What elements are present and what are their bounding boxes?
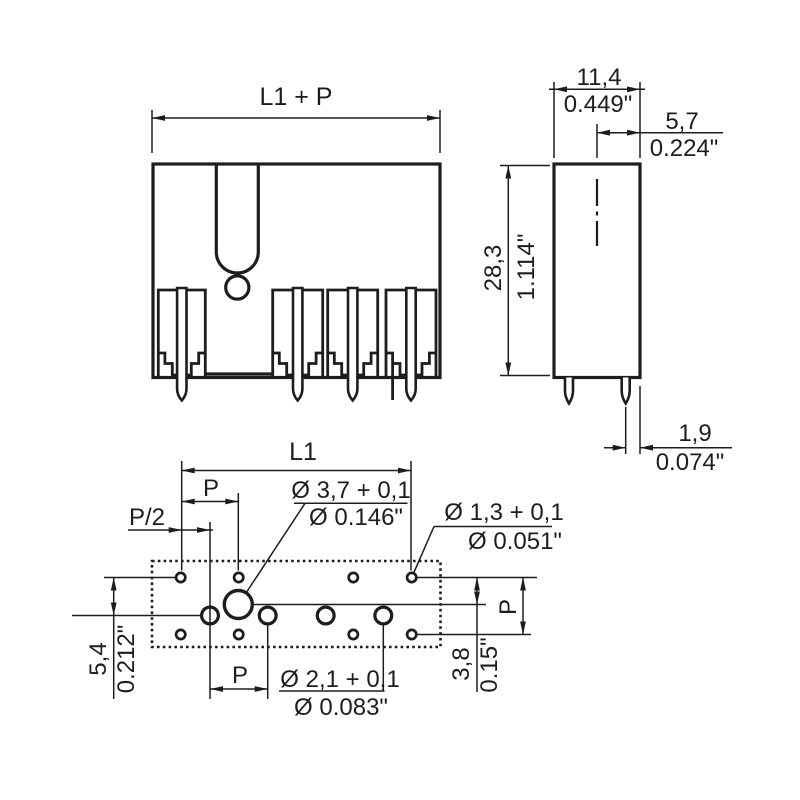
dim-side-offset-inch: 0.224" xyxy=(650,135,719,162)
hole-small xyxy=(347,571,360,584)
contact-pin xyxy=(405,286,417,403)
hole-small xyxy=(232,571,245,584)
dim-mid-offset-inch: 0.15" xyxy=(476,637,503,692)
hole-small xyxy=(347,628,360,641)
dim-row-offset-inch: 0.212" xyxy=(113,625,140,694)
contact-pin xyxy=(291,286,304,403)
coding-slot xyxy=(214,165,260,275)
side-view: 11,4 0.449" 5,7 0.224" 28,3 1.114" xyxy=(480,64,732,476)
dim-mid-offset-mm: 3,8 xyxy=(448,647,475,680)
hole-pattern xyxy=(174,571,418,641)
hole-medium xyxy=(315,605,336,626)
hole-small xyxy=(232,628,245,641)
plan-arrows xyxy=(110,467,526,692)
dim-side-offset-mm: 5,7 xyxy=(665,108,698,135)
hole-small xyxy=(174,571,187,584)
hole-small xyxy=(405,571,418,584)
dim-pitch-label: P xyxy=(203,475,219,502)
side-housing-outline xyxy=(552,162,642,380)
dim-side-height-mm: 28,3 xyxy=(480,245,507,292)
pin-chamber xyxy=(326,286,380,403)
dim-overall-width-label: L1 + P xyxy=(260,83,333,111)
hole-medium xyxy=(257,605,278,626)
contact-pin xyxy=(175,286,188,403)
dim-pitch-right-label: P xyxy=(495,599,522,615)
hole-small xyxy=(405,628,418,641)
pin-chamber xyxy=(271,286,325,403)
solder-pin xyxy=(563,377,575,406)
dim-half-pitch-label: P/2 xyxy=(129,504,165,531)
dim-overall-width: L1 + P xyxy=(151,83,441,153)
hole-small-label-inch: Ø 0.051" xyxy=(468,528,562,555)
dim-side-offset: 5,7 0.224" xyxy=(596,108,723,162)
dim-length-label: L1 xyxy=(289,438,317,466)
dim-side-height-inch: 1.114" xyxy=(513,234,540,301)
dim-pin-edge-inch: 0.074" xyxy=(656,449,725,476)
pin-chamber xyxy=(384,286,438,403)
dim-pin-edge: 1,9 0.074" xyxy=(604,386,732,476)
hole-medium-label-mm: Ø 2,1 + 0,1 xyxy=(280,666,399,693)
hole-small-label-mm: Ø 1,3 + 0,1 xyxy=(444,499,563,526)
pin-chamber xyxy=(156,286,207,403)
contact-pin xyxy=(346,286,359,403)
hole-large-label-mm: Ø 3,7 + 0,1 xyxy=(291,477,410,504)
drilling-plan: L1 P P/2 P P 5,4 0.212" 3,8 0.15" Ø 3,7 … xyxy=(72,438,564,721)
hole-medium-label-inch: Ø 0.083" xyxy=(294,694,388,721)
hole-large xyxy=(222,588,255,621)
front-view: L1 + P xyxy=(151,83,442,403)
dim-side-width-inch: 0.449" xyxy=(564,91,633,118)
dim-pin-edge-mm: 1,9 xyxy=(678,420,711,447)
coding-hole xyxy=(224,274,251,301)
dim-side-width: 11,4 0.449" xyxy=(549,64,645,158)
hole-medium xyxy=(373,605,394,626)
dim-side-width-mm: 11,4 xyxy=(577,64,622,91)
solder-pin xyxy=(620,377,631,406)
dim-side-height: 28,3 1.114" xyxy=(480,164,550,377)
dim-row-offset-mm: 5,4 xyxy=(85,642,112,675)
hole-large-label-inch: Ø 0.146" xyxy=(309,504,403,531)
dim-pitch-bottom-label: P xyxy=(232,662,248,689)
hole-small xyxy=(174,628,187,641)
